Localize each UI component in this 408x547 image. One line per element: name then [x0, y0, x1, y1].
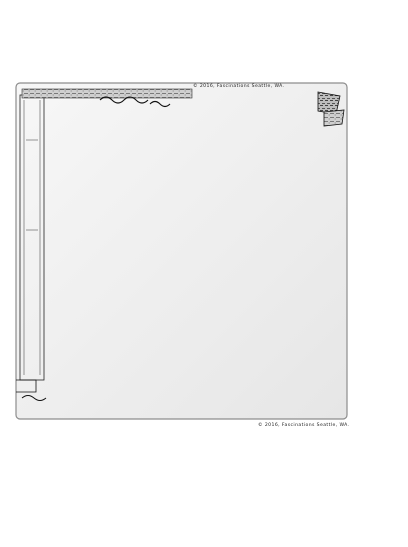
back-sheet [15, 82, 348, 420]
copyright-text-front: © 2016, Fascinations Seattle, WA. [258, 423, 350, 428]
copyright-text-back: © 2016, Fascinations Seattle, WA. [193, 84, 285, 89]
